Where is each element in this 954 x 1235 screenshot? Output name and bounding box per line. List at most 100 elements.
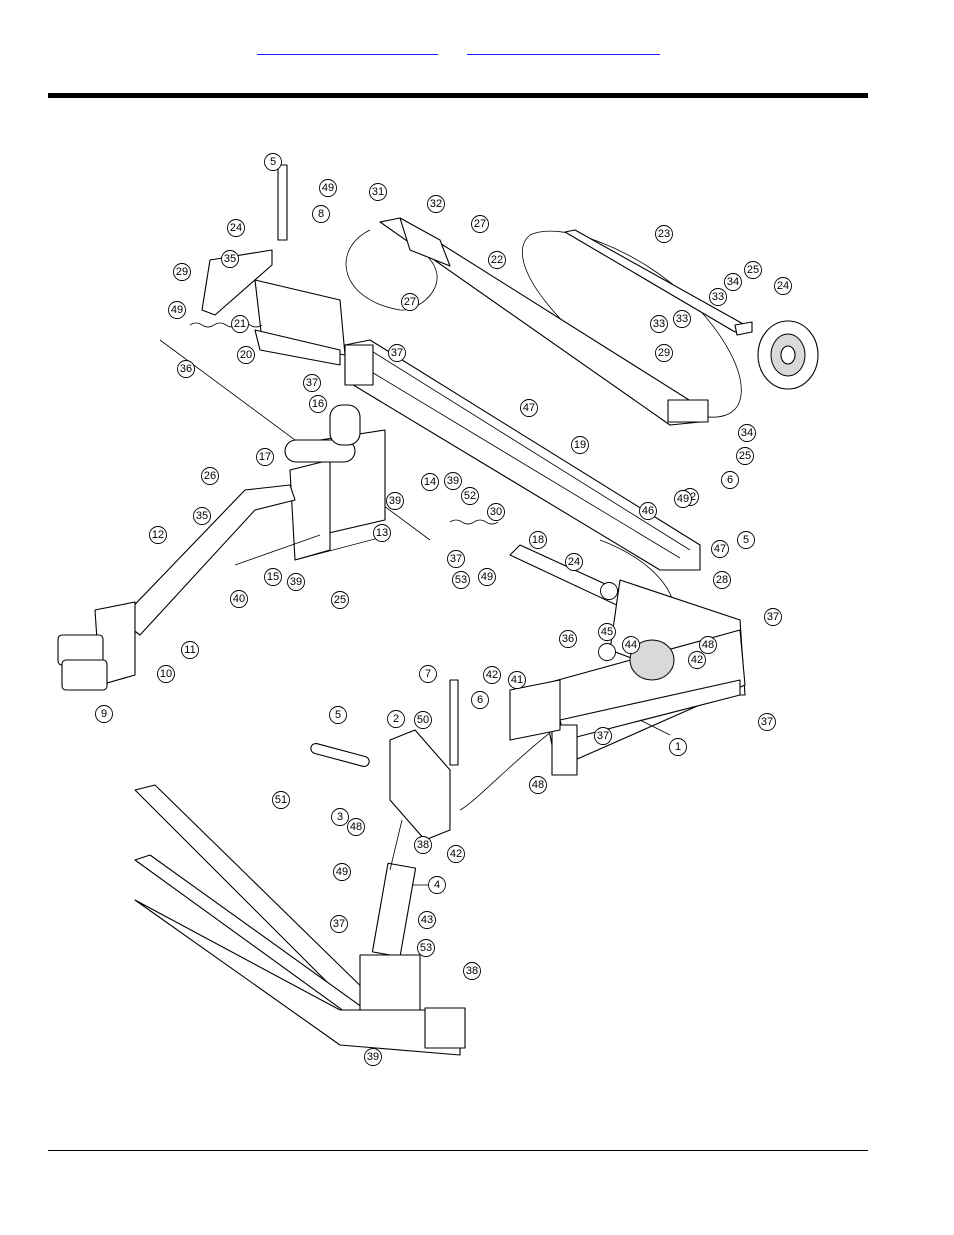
callout-52[interactable]: 53: [417, 939, 435, 957]
callout-37[interactable]: 37: [330, 915, 348, 933]
svg-text:49: 49: [336, 866, 348, 878]
callout-38[interactable]: 38: [414, 836, 432, 854]
callout-46[interactable]: 47: [520, 399, 538, 417]
callout-3[interactable]: 3: [331, 808, 349, 826]
callout-51[interactable]: 53: [452, 571, 470, 589]
callout-21[interactable]: 22: [488, 251, 506, 269]
svg-text:10: 10: [160, 668, 172, 680]
callout-42[interactable]: 42: [483, 666, 501, 684]
callout-33[interactable]: 33: [673, 310, 691, 328]
callout-49[interactable]: 51: [272, 791, 290, 809]
svg-text:46: 46: [642, 505, 654, 517]
svg-text:22: 22: [491, 254, 503, 266]
callout-36[interactable]: 37: [447, 550, 465, 568]
callout-7[interactable]: 8: [312, 205, 330, 223]
callout-29[interactable]: 30: [487, 503, 505, 521]
callout-32[interactable]: 33: [650, 315, 668, 333]
callout-50[interactable]: 52: [461, 487, 479, 505]
callout-38[interactable]: 39: [364, 1048, 382, 1066]
callout-27[interactable]: 27: [401, 293, 419, 311]
callout-25[interactable]: 25: [736, 447, 754, 465]
callout-18[interactable]: 19: [571, 436, 589, 454]
callout-12[interactable]: 13: [373, 524, 391, 542]
callout-4[interactable]: 4: [412, 876, 446, 894]
callout-43[interactable]: 44: [622, 636, 640, 654]
callout-34[interactable]: 34: [724, 273, 742, 291]
callout-29[interactable]: 29: [173, 263, 191, 281]
callout-5[interactable]: 6: [471, 691, 489, 709]
callout-14[interactable]: 15: [264, 568, 282, 586]
callout-37[interactable]: 37: [388, 344, 406, 362]
callout-15[interactable]: 16: [309, 395, 327, 413]
callout-2[interactable]: 2: [387, 710, 405, 728]
header-link-2[interactable]: [467, 40, 660, 55]
callout-48[interactable]: 48: [347, 818, 365, 836]
callout-47[interactable]: 47: [711, 540, 729, 558]
cylinder-4: [371, 819, 417, 958]
callout-11[interactable]: 12: [149, 526, 167, 544]
callout-23[interactable]: 24: [774, 277, 792, 295]
svg-text:37: 37: [333, 918, 345, 930]
callout-49[interactable]: 49: [319, 179, 337, 197]
svg-text:36: 36: [562, 633, 574, 645]
arm-11: [57, 484, 296, 691]
callout-35[interactable]: 36: [559, 630, 577, 648]
callout-42[interactable]: 42: [688, 651, 706, 669]
callout-6[interactable]: 6: [721, 471, 739, 489]
callout-48[interactable]: 48: [529, 776, 547, 794]
callout-25[interactable]: 25: [744, 261, 762, 279]
callout-27[interactable]: 28: [713, 571, 731, 589]
callout-17[interactable]: 18: [529, 531, 547, 549]
callout-5[interactable]: 5: [737, 531, 755, 549]
callout-37[interactable]: 37: [594, 727, 612, 745]
callout-37[interactable]: 38: [463, 962, 481, 980]
callout-6[interactable]: 7: [419, 665, 437, 683]
callout-28[interactable]: 29: [655, 344, 673, 362]
callout-36[interactable]: 36: [177, 360, 195, 378]
callout-42[interactable]: 43: [418, 911, 436, 929]
callout-49[interactable]: 49: [478, 568, 496, 586]
callout-37[interactable]: 37: [758, 713, 776, 731]
callout-34[interactable]: 35: [193, 507, 211, 525]
callout-39[interactable]: 39: [444, 472, 462, 490]
callout-40[interactable]: 41: [508, 671, 526, 689]
callout-26[interactable]: 27: [471, 215, 489, 233]
callout-37[interactable]: 37: [764, 608, 782, 626]
callout-39[interactable]: 39: [386, 492, 404, 510]
callout-47[interactable]: 48: [699, 636, 717, 654]
callout-31[interactable]: 32: [427, 195, 445, 213]
callout-37[interactable]: 37: [303, 374, 321, 392]
callout-5[interactable]: 5: [264, 153, 282, 171]
callout-48[interactable]: 49: [333, 863, 351, 881]
callout-10[interactable]: 11: [181, 641, 199, 659]
callout-20[interactable]: 21: [231, 315, 249, 333]
callout-33[interactable]: 34: [738, 424, 756, 442]
callout-1[interactable]: 1: [639, 719, 687, 756]
callout-49[interactable]: 49: [168, 301, 186, 319]
callout-9[interactable]: 10: [157, 665, 175, 683]
callout-49[interactable]: 49: [674, 490, 692, 508]
callout-39[interactable]: 39: [287, 573, 305, 591]
callout-24[interactable]: 24: [565, 553, 583, 571]
callout-53[interactable]: [600, 582, 618, 600]
callout-53[interactable]: [598, 643, 616, 661]
callout-35[interactable]: 35: [221, 250, 239, 268]
callout-44[interactable]: 45: [598, 623, 616, 641]
callout-8[interactable]: 9: [95, 705, 113, 723]
callout-13[interactable]: 14: [421, 473, 439, 491]
callout-22[interactable]: 23: [655, 225, 673, 243]
callout-42[interactable]: 42: [447, 845, 465, 863]
svg-text:7: 7: [425, 668, 431, 680]
callout-49[interactable]: 50: [414, 711, 432, 729]
callout-33[interactable]: 33: [709, 288, 727, 306]
callout-30[interactable]: 31: [369, 183, 387, 201]
callout-45[interactable]: 46: [639, 502, 657, 520]
callout-16[interactable]: 17: [256, 448, 274, 466]
callout-19[interactable]: 20: [237, 346, 255, 364]
callout-5[interactable]: 5: [329, 706, 347, 724]
header-link-1[interactable]: [257, 40, 438, 55]
callout-24[interactable]: 24: [227, 219, 245, 237]
callout-25[interactable]: 26: [201, 467, 219, 485]
callout-24[interactable]: 25: [331, 591, 349, 609]
callout-39[interactable]: 40: [230, 590, 248, 608]
